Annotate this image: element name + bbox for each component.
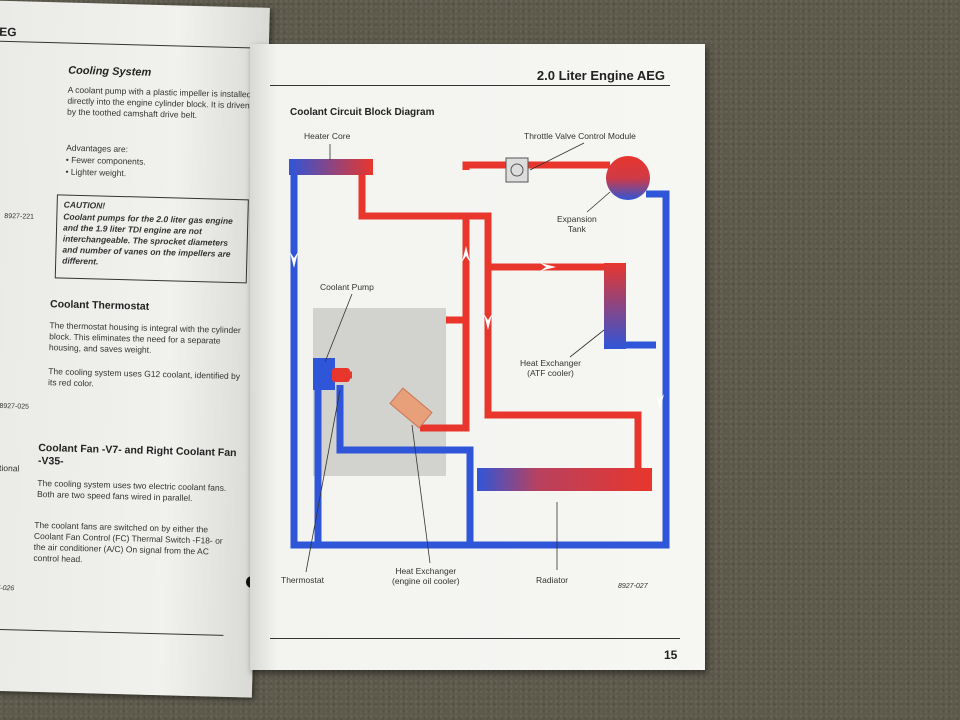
heater-core (289, 159, 373, 175)
radiator-label: Radiator (536, 575, 569, 585)
footer-rule (270, 638, 680, 639)
heater-core-label: Heater Core (304, 131, 351, 141)
flow-arrow-icon (290, 252, 298, 268)
header-rule (270, 85, 670, 86)
thermostat-label: Thermostat (281, 575, 324, 585)
hot-pipe-throttle (462, 161, 610, 170)
cold-return-pipe (290, 168, 670, 549)
hot-pipe-heater (358, 168, 470, 340)
coolant-pump-label: Coolant Pump (320, 282, 374, 292)
coolant-pump-outlet (332, 368, 350, 382)
oil-cooler (389, 387, 433, 429)
flow-arrow-icon (484, 314, 492, 330)
leader-line (305, 389, 341, 573)
hot-pipe-oil-cooler (420, 340, 470, 432)
leader-line (411, 424, 431, 564)
flow-arrow-icon (540, 263, 556, 271)
expansion-tank (606, 156, 650, 200)
coolant-pump (313, 358, 335, 390)
leader-line (529, 142, 585, 171)
atf-cooler-label: Heat Exchanger (ATF cooler) (520, 358, 581, 378)
hot-pipe-radiator (466, 212, 642, 470)
atf-cooler (604, 263, 626, 349)
radiator (477, 468, 652, 491)
diagram-title: Coolant Circuit Block Diagram (290, 107, 435, 118)
figure-number: 8927-027 (618, 583, 648, 590)
throttle-valve-label: Throttle Valve Control Module (524, 131, 636, 141)
cold-bypass-pipe (336, 385, 474, 545)
expansion-tank-label: Expansion Tank (557, 214, 597, 234)
throttle-valve-icon (510, 163, 524, 177)
flow-arrow-icon (462, 246, 470, 262)
throttle-valve-module (505, 157, 529, 183)
page-header: 2.0 Liter Engine AEG (536, 68, 665, 83)
oil-cooler-label: Heat Exchanger (engine oil cooler) (392, 566, 460, 586)
flow-arrow-icon (656, 394, 664, 410)
leader-line (586, 191, 611, 213)
leader-line (324, 293, 353, 363)
leader-line (569, 329, 605, 358)
page-number: 15 (664, 648, 678, 662)
